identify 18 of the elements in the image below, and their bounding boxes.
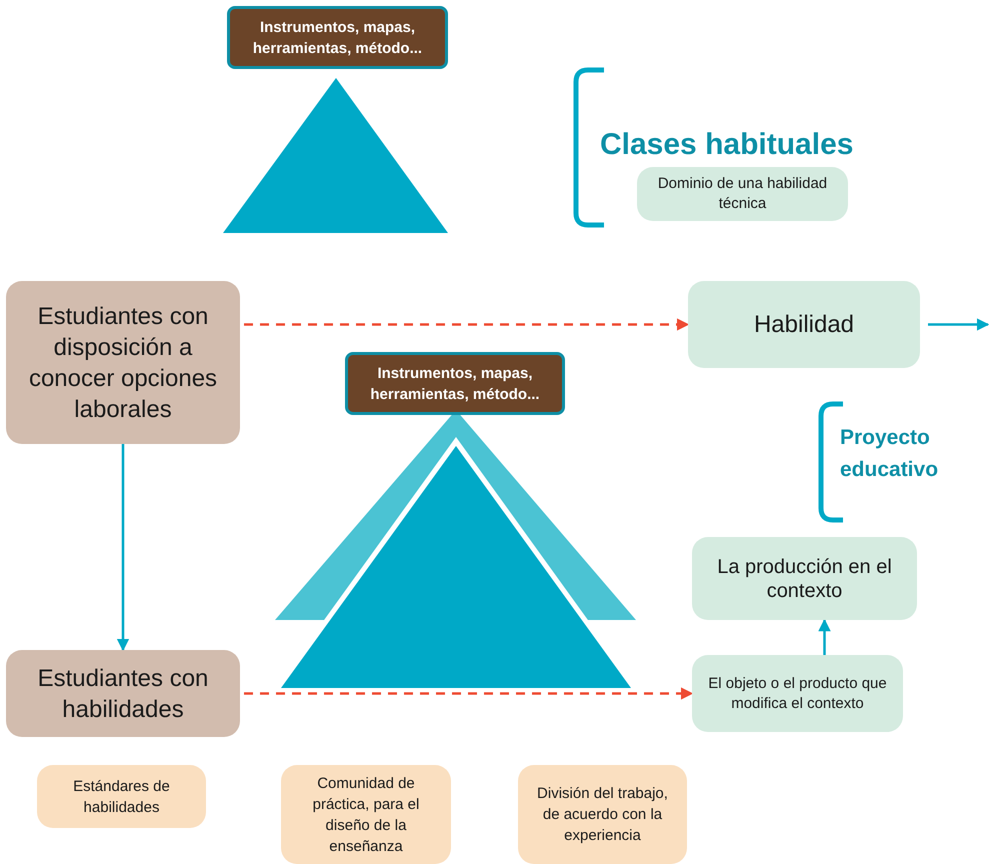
section-heading: Proyecto educativo <box>840 425 940 483</box>
tool-box: Instrumentos, mapas, herramientas, método... <box>227 6 448 69</box>
tool-box: Instrumentos, mapas, herramientas, método... <box>345 352 565 415</box>
factor-box: División del trabajo, de acuerdo con la experiencia <box>518 765 687 864</box>
factor-box: Comunidad de práctica, para el diseño de la enseñanza <box>281 765 451 864</box>
arrow <box>928 318 989 331</box>
section-heading: Clases habituales <box>600 127 854 163</box>
student-box: Estudiantes con disposición a conocer opciones laborales <box>6 281 240 444</box>
arrow <box>244 318 690 331</box>
factor-box: Estándares de habilidades <box>37 765 206 828</box>
arrow <box>818 618 831 655</box>
production-box: La producción en el contexto <box>692 537 917 620</box>
arrow <box>116 444 130 652</box>
arrow <box>244 687 694 700</box>
skill-box: Habilidad <box>688 281 920 368</box>
outcome-box: Dominio de una habilidad técnica <box>637 167 848 221</box>
student-box: Estudiantes con habilidades <box>6 650 240 737</box>
outcome-box: El objeto o el producto que modifica el contexto <box>692 655 903 732</box>
